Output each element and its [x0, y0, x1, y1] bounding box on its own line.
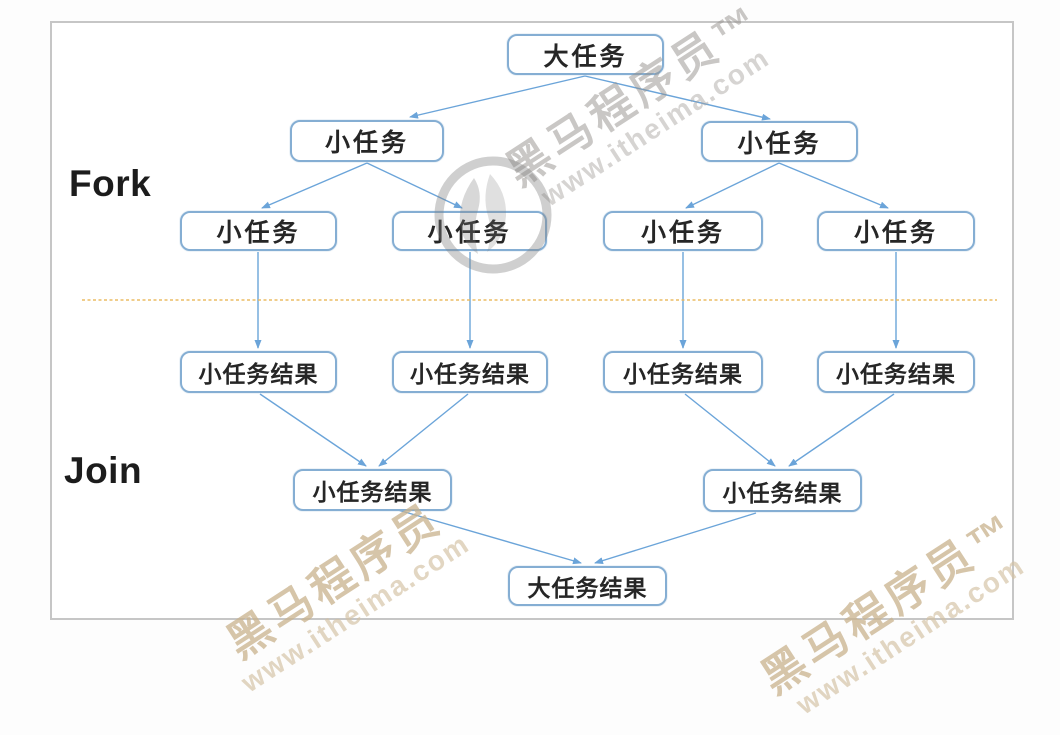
node-small-task-result-1: 小任务结果 — [180, 351, 337, 393]
node-small-task-result-4: 小任务结果 — [817, 351, 975, 393]
node-big-task-result: 大任务结果 — [508, 566, 667, 606]
node-small-task-2: 小任务 — [701, 121, 858, 162]
node-small-task-5: 小任务 — [603, 211, 763, 251]
edge-join-right-a — [684, 393, 776, 467]
edge-join-right-b — [788, 393, 895, 467]
node-small-task-6: 小任务 — [817, 211, 975, 251]
node-big-task: 大任务 — [507, 34, 664, 75]
edge-fork-l2c — [685, 162, 780, 209]
node-small-task-result-3: 小任务结果 — [603, 351, 763, 393]
node-small-task-4: 小任务 — [392, 211, 547, 251]
edge-bigtask-left — [409, 75, 586, 119]
diagram-frame — [50, 21, 1014, 620]
edge-join-left-a — [259, 393, 367, 467]
node-small-task-1: 小任务 — [290, 120, 444, 162]
edge-layer — [82, 75, 997, 565]
node-small-task-result-6: 小任务结果 — [703, 469, 862, 512]
node-small-task-3: 小任务 — [180, 211, 337, 251]
node-small-task-result-2: 小任务结果 — [392, 351, 548, 393]
edge-join-left-b — [378, 393, 469, 467]
edge-final-left — [397, 509, 582, 565]
join-phase-label: Join — [64, 450, 143, 491]
fork-phase-label: Fork — [69, 163, 152, 204]
forkjoin-diagram: { "diagram": { "phase_labels": { "fork":… — [50, 0, 1031, 721]
edge-fork-l2d — [778, 162, 889, 209]
edge-fork-l2a — [261, 162, 368, 209]
node-small-task-result-5: 小任务结果 — [293, 469, 452, 511]
edge-bigtask-right — [584, 75, 771, 121]
edge-final-right — [594, 512, 757, 564]
edge-fork-l2b — [366, 162, 463, 209]
